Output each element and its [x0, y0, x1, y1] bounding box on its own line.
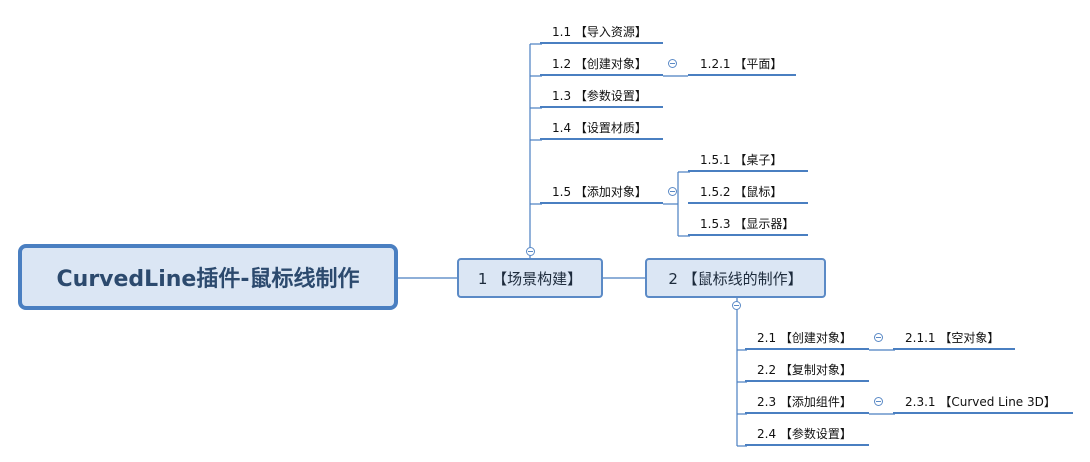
leaf-1-2[interactable]: 1.2 【创建对象】 [540, 54, 663, 76]
leaf-2-2[interactable]: 2.2 【复制对象】 [745, 360, 869, 382]
leaf-2-3[interactable]: 2.3 【添加组件】 [745, 392, 869, 414]
leaf-1-2-1[interactable]: 1.2.1 【平面】 [688, 54, 796, 76]
collapse-minus-icon[interactable] [874, 333, 883, 342]
leaf-1-1[interactable]: 1.1 【导入资源】 [540, 22, 663, 44]
leaf-2-1[interactable]: 2.1 【创建对象】 [745, 328, 869, 350]
collapse-minus-icon[interactable] [668, 187, 677, 196]
leaf-2-3-1[interactable]: 2.3.1 【Curved Line 3D】 [893, 392, 1073, 414]
leaf-1-4[interactable]: 1.4 【设置材质】 [540, 118, 663, 140]
branch-node-2[interactable]: 2 【鼠标线的制作】 [645, 258, 826, 298]
leaf-1-5-3[interactable]: 1.5.3 【显示器】 [688, 214, 808, 236]
collapse-minus-icon[interactable] [874, 397, 883, 406]
leaf-1-5-2[interactable]: 1.5.2 【鼠标】 [688, 182, 808, 204]
collapse-minus-icon[interactable] [732, 301, 741, 310]
leaf-2-1-1[interactable]: 2.1.1 【空对象】 [893, 328, 1015, 350]
collapse-minus-icon[interactable] [668, 59, 677, 68]
root-node[interactable]: CurvedLine插件-鼠标线制作 [18, 244, 398, 310]
leaf-1-3[interactable]: 1.3 【参数设置】 [540, 86, 663, 108]
branch-node-1[interactable]: 1 【场景构建】 [457, 258, 603, 298]
leaf-1-5[interactable]: 1.5 【添加对象】 [540, 182, 663, 204]
leaf-2-4[interactable]: 2.4 【参数设置】 [745, 424, 869, 446]
leaf-1-5-1[interactable]: 1.5.1 【桌子】 [688, 150, 808, 172]
collapse-minus-icon[interactable] [526, 247, 535, 256]
